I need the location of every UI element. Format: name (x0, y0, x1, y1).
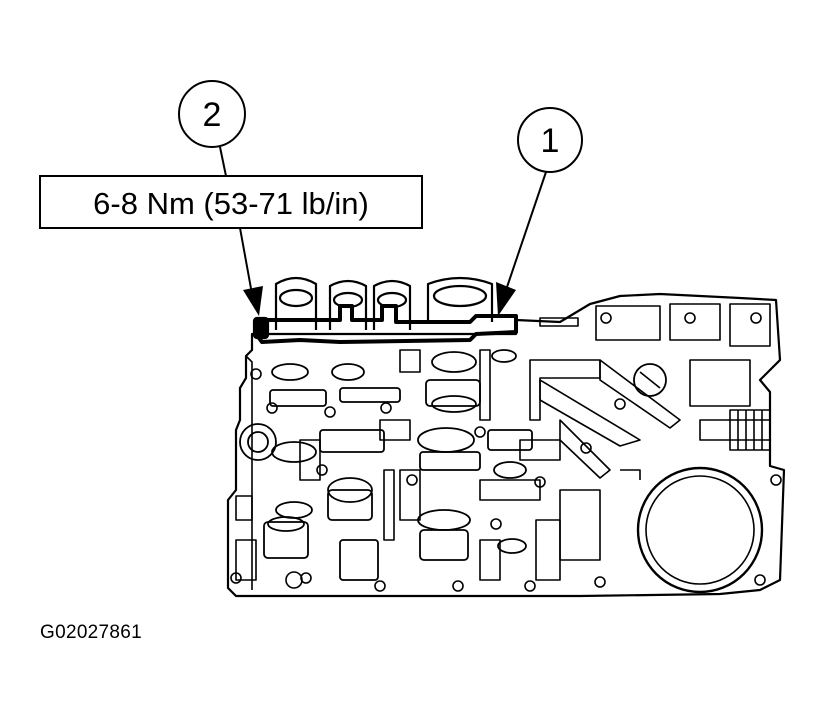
large-bore-inner (645, 475, 755, 585)
spool-bore-1 (274, 276, 318, 330)
spool-end-4 (432, 284, 488, 308)
spool-row-2 (239, 423, 533, 479)
bolt-holes (230, 312, 782, 592)
retainer-plate (254, 304, 518, 344)
figure-id: G02027861 (40, 622, 143, 643)
valve-body-front-face (245, 355, 253, 590)
spool-bore-3 (372, 279, 412, 330)
valve-body (226, 276, 786, 598)
torque-spec-box: 6-8 Nm (53-71 lb/in) (39, 175, 423, 229)
spec-arrowhead (243, 286, 263, 316)
callout-2-label: 2 (203, 96, 222, 134)
accumulator-hub (633, 363, 667, 397)
large-bore-outer (636, 466, 764, 594)
spool-end-1 (278, 288, 314, 308)
callout-2-leader (219, 146, 227, 177)
spool-bore-2 (328, 279, 368, 330)
spool-bore-4 (426, 276, 494, 322)
spool-row-3 (263, 477, 527, 581)
torque-spec-border (39, 175, 423, 229)
callout-1-arrowhead (496, 282, 516, 316)
callout-1-leader (505, 171, 547, 291)
callout-2-circle (178, 80, 246, 148)
valve-body-outline (226, 292, 786, 598)
callout-1-label: 1 (541, 122, 560, 160)
callout-1-circle (517, 107, 583, 173)
spec-leader-arrow (239, 227, 263, 316)
upper-pin (539, 317, 579, 327)
spool-row-1 (269, 349, 517, 413)
fluid-passages (235, 349, 601, 581)
right-spring (729, 409, 771, 451)
right-rib-section (539, 303, 771, 479)
callout-2: 2 (178, 80, 246, 177)
retainer-bolt (252, 316, 270, 340)
callout-1: 1 (496, 107, 583, 316)
torque-spec-text: 6-8 Nm (53-71 lb/in) (93, 186, 369, 221)
